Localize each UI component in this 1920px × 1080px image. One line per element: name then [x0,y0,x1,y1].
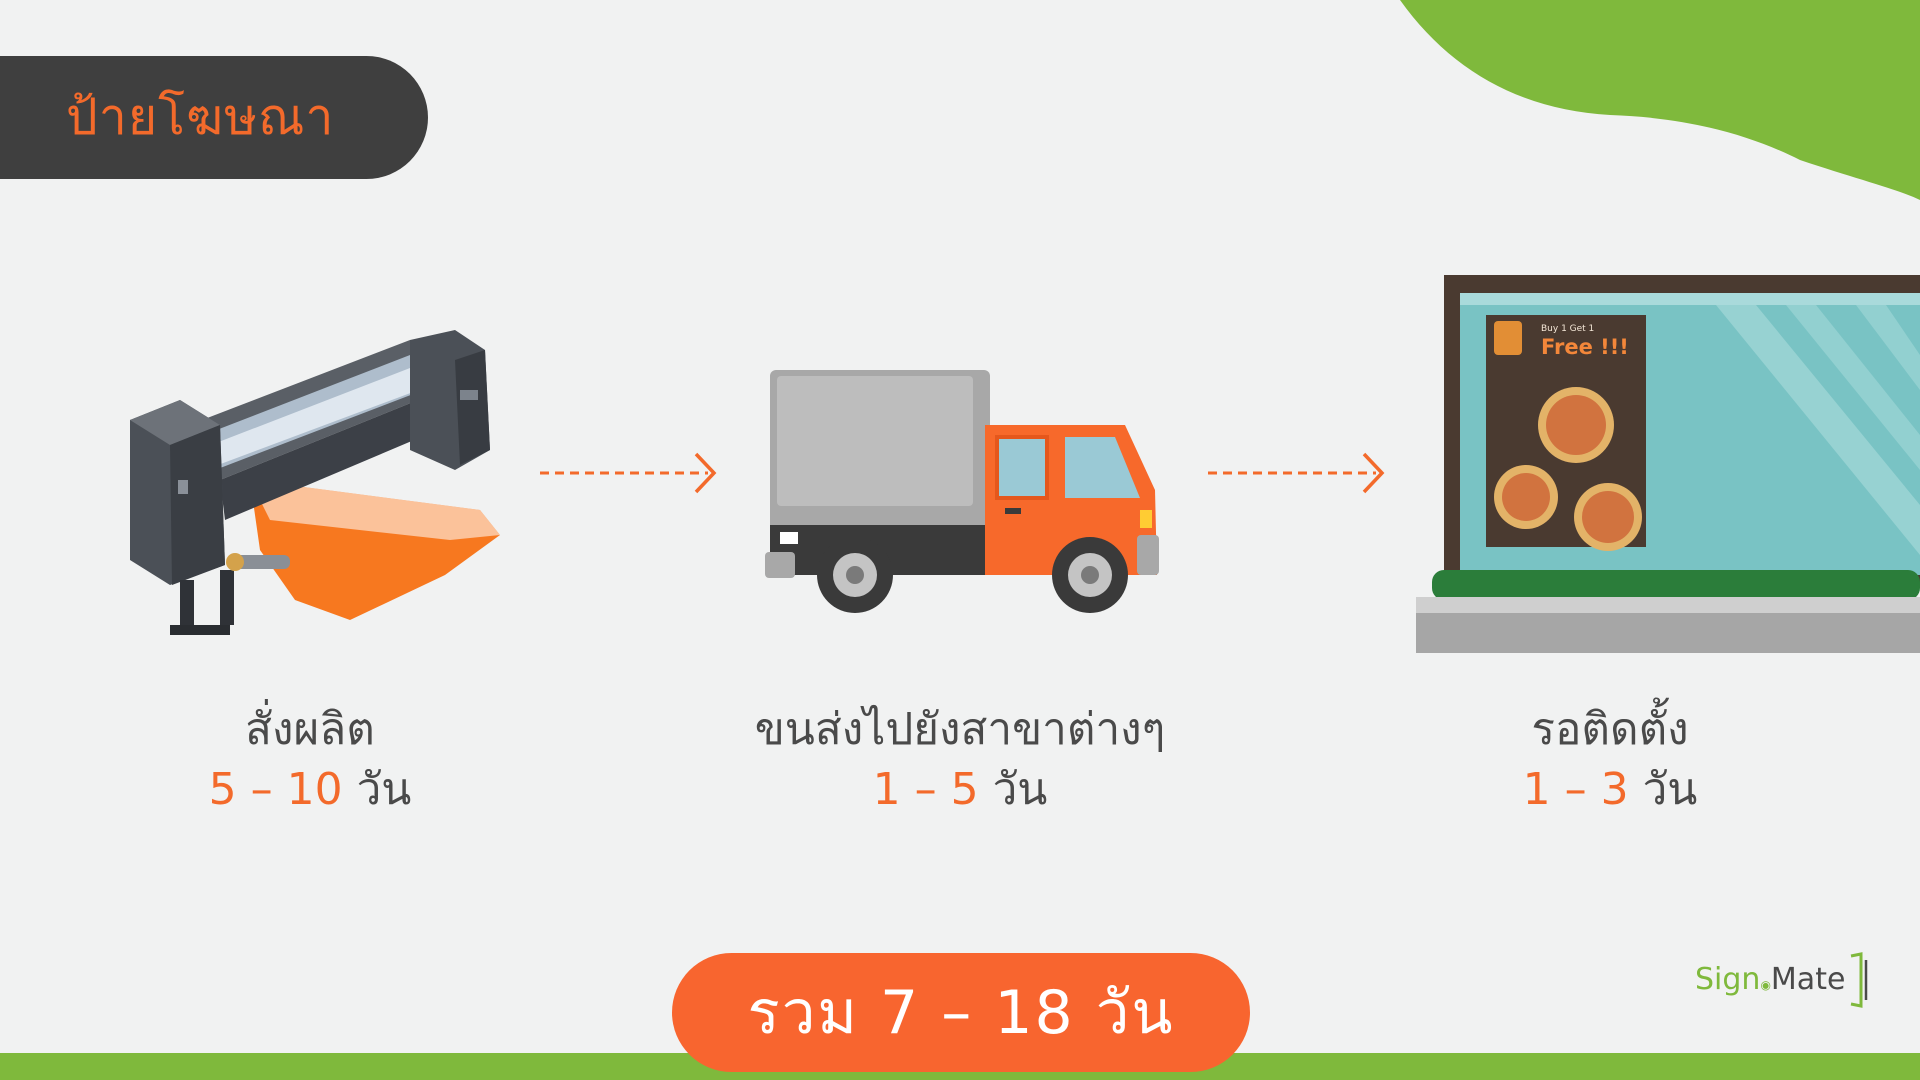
step-label: รอติดตั้ง [1531,704,1689,755]
large-format-printer-icon [130,330,500,635]
total-duration-badge: รวม 7 – 18 วัน [672,953,1250,1072]
step-duration: 1 – 3 วัน [1310,760,1910,820]
page-title: ป้ายโฆษณา [66,88,335,146]
logo-part-sign: Sign [1695,962,1761,997]
duration-min: 1 [1522,764,1551,815]
duration-unit: วัน [356,764,412,815]
screen-bracket-icon [1850,952,1868,1008]
step-shipping: ขนส่งไปยังสาขาต่างๆ 1 – 5 วัน [660,700,1260,820]
logo-text: Sign◉Mate [1695,962,1845,997]
title-banner: ป้ายโฆษณา [0,56,428,179]
step-installation: รอติดตั้ง 1 – 3 วัน [1310,700,1910,820]
duration-dash: – [914,764,937,815]
duration-min: 1 [872,764,901,815]
duration-dash: – [1564,764,1587,815]
poster-headline: Free !!! [1541,335,1629,359]
step-label: ขนส่งไปยังสาขาต่างๆ [754,704,1166,755]
step-production: สั่งผลิต 5 – 10 วัน [10,700,610,820]
storefront-window: Buy 1 Get 1 Free !!! [1416,275,1920,653]
duration-min: 5 [208,764,237,815]
duration-max: 3 [1600,764,1629,815]
duration-dash: – [250,764,273,815]
arrow-right-icon [540,452,717,494]
duration-unit: วัน [1642,764,1698,815]
step-duration: 1 – 5 วัน [660,760,1260,820]
duration-unit: วัน [992,764,1048,815]
signmate-logo: Sign◉Mate [1695,950,1875,1010]
duration-max: 5 [950,764,979,815]
arrow-right-icon [1208,452,1385,494]
shop-window-icon [1416,275,1920,653]
step-label: สั่งผลิต [245,704,375,755]
poster-subtitle: Buy 1 Get 1 [1541,324,1595,334]
signal-icon: ◉ [1760,978,1771,992]
logo-part-mate: Mate [1770,962,1846,997]
duration-max: 10 [286,764,343,815]
delivery-truck-icon [765,370,1159,613]
step-duration: 5 – 10 วัน [10,760,610,820]
